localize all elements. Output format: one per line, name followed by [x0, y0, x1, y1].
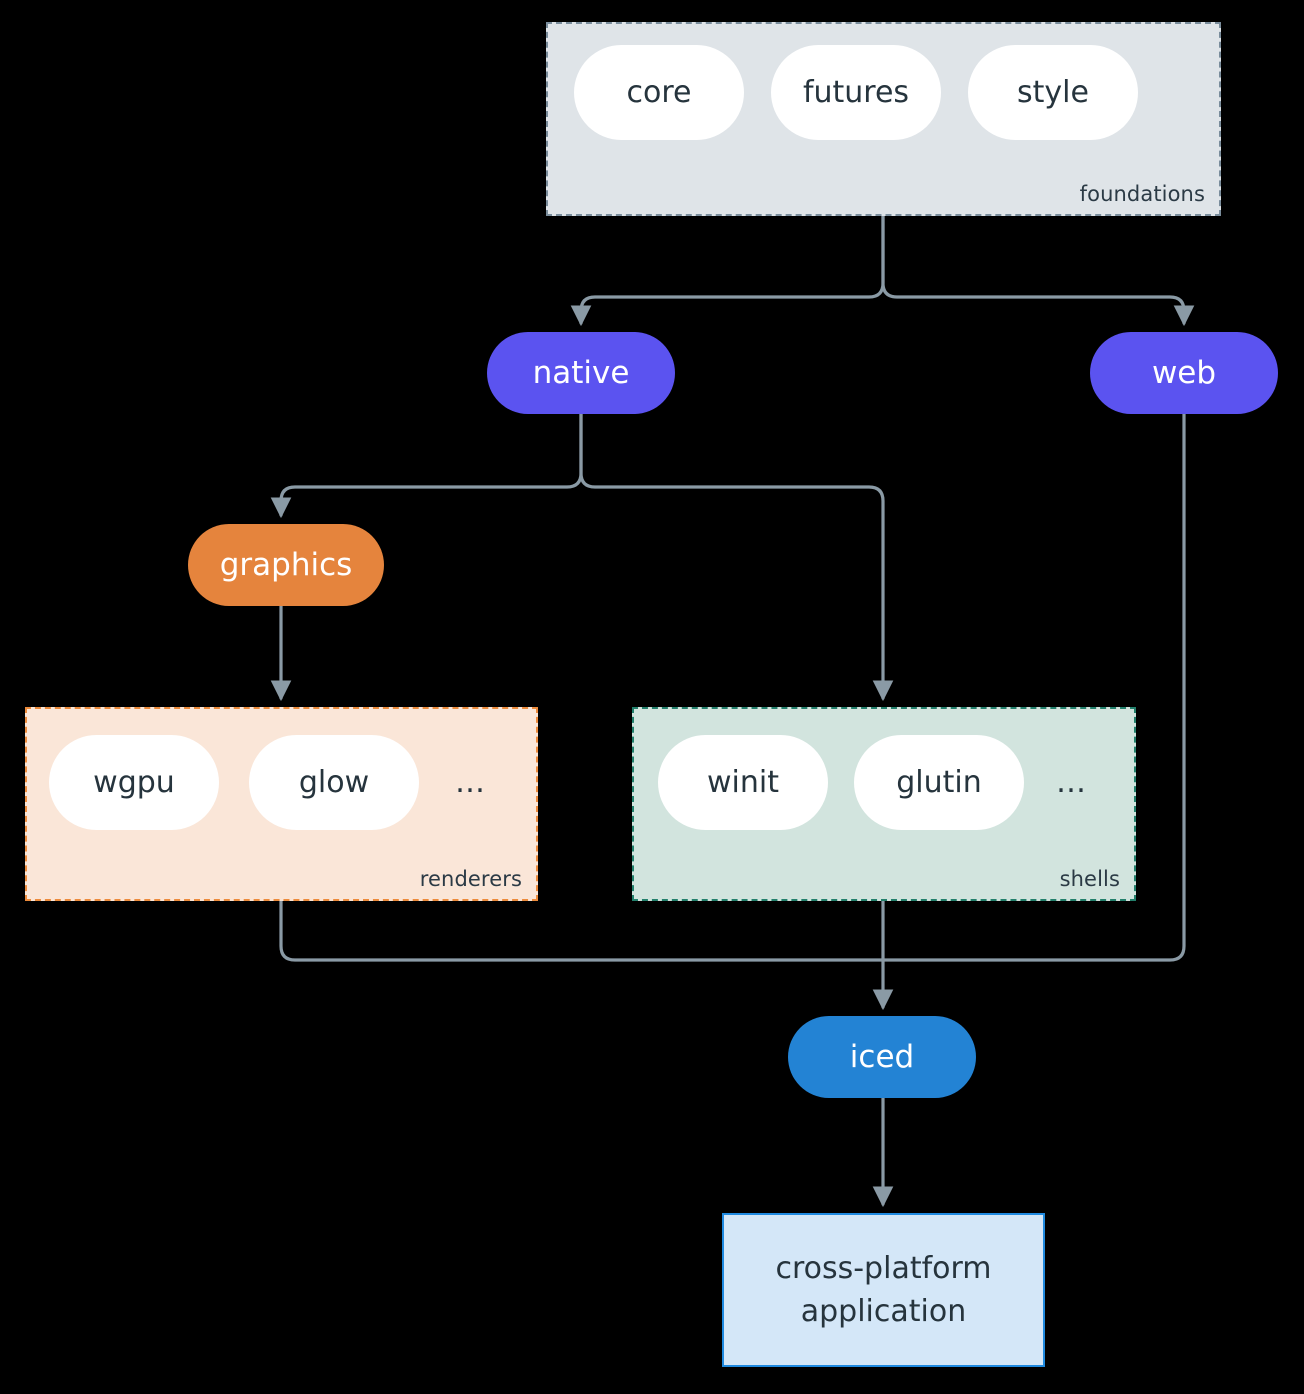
shells-item-row: winit glutin …: [658, 735, 1094, 830]
group-label-shells: shells: [1059, 867, 1120, 891]
leaf-pill-futures[interactable]: futures: [771, 45, 941, 140]
group-foundations: core futures style foundations: [546, 22, 1221, 216]
node-native[interactable]: native: [487, 332, 675, 414]
renderers-item-row: wgpu glow …: [49, 735, 493, 830]
leaf-pill-glutin[interactable]: glutin: [854, 735, 1024, 830]
application-label-line2: application: [800, 1294, 967, 1329]
edge-foundations-web: [881, 214, 1195, 327]
node-web[interactable]: web: [1090, 332, 1278, 414]
leaf-pill-glow[interactable]: glow: [249, 735, 419, 830]
group-label-renderers: renderers: [419, 867, 522, 891]
group-label-foundations: foundations: [1079, 182, 1205, 206]
group-renderers: wgpu glow … renderers: [25, 707, 538, 901]
leaf-pill-style[interactable]: style: [968, 45, 1138, 140]
edge-native-shells: [579, 412, 894, 702]
edge-renderers-iced: [279, 899, 885, 962]
leaf-pill-winit[interactable]: winit: [658, 735, 828, 830]
foundations-item-row: core futures style: [574, 45, 1138, 140]
shells-overflow-ellipsis: …: [1056, 765, 1088, 800]
renderers-overflow-ellipsis: …: [455, 765, 487, 800]
leaf-pill-core[interactable]: core: [574, 45, 744, 140]
node-cross-platform-application[interactable]: cross-platform application: [722, 1213, 1045, 1367]
group-shells: winit glutin … shells: [632, 707, 1136, 901]
node-iced[interactable]: iced: [788, 1016, 976, 1098]
edge-foundations-native: [570, 214, 885, 327]
application-label-line1: cross-platform: [775, 1250, 992, 1286]
edge-native-graphics: [270, 412, 583, 519]
node-graphics[interactable]: graphics: [188, 524, 384, 606]
leaf-pill-wgpu[interactable]: wgpu: [49, 735, 219, 830]
